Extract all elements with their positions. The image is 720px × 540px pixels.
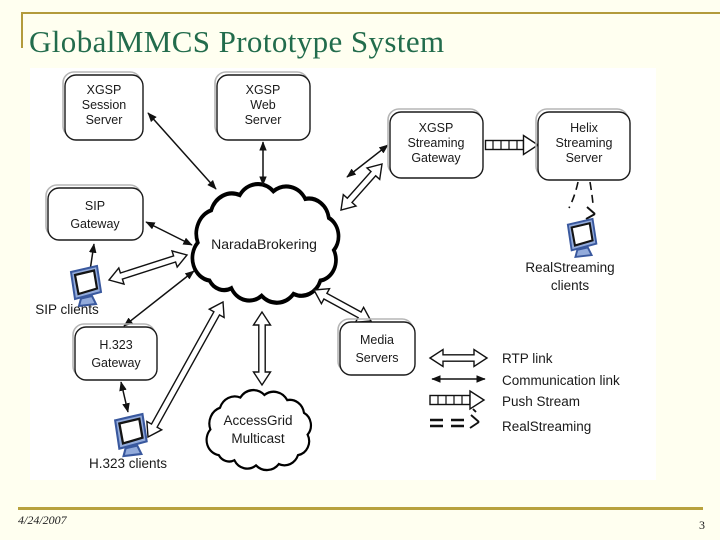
legend-label-rtp: RTP link (502, 351, 553, 366)
node-xgsp-session-server: XGSP Session Server (62, 71, 144, 141)
node-label: Session (82, 98, 127, 112)
node-h323-gateway: H.323 Gateway (72, 323, 158, 381)
page-title: GlobalMMCS Prototype System (29, 24, 445, 59)
node-helix-streaming-server: Helix Streaming Server (535, 108, 631, 181)
node-label: Server (245, 113, 282, 127)
realstreaming-dashed-arrow (568, 181, 596, 220)
realstreaming-clients-label: clients (551, 278, 590, 293)
node-xgsp-streaming-gateway: XGSP Streaming Gateway (387, 108, 484, 179)
node-label: SIP (85, 199, 105, 213)
node-label: Web (250, 98, 276, 112)
node-label: Streaming (408, 136, 465, 150)
node-label: Server (566, 151, 603, 165)
h323-clients-label: H.323 clients (89, 456, 167, 471)
rtp-link-symbol (428, 348, 489, 368)
realstreaming-clients-label: RealStreaming (525, 260, 614, 275)
footer-divider-line (18, 507, 703, 510)
node-label: Gateway (91, 356, 141, 370)
sip-clients-computer-icon (69, 264, 103, 308)
footer-date: 4/24/2007 (18, 513, 67, 527)
accessgrid-label: Multicast (231, 431, 285, 446)
legend: RTP link Communication link Push Stream … (428, 348, 620, 434)
top-border-line (21, 12, 720, 14)
node-label: Streaming (556, 136, 613, 150)
realstreaming-symbol (430, 408, 480, 429)
diagram-canvas: XGSP Session Server XGSP Web Server XGSP… (30, 68, 656, 480)
node-label: Gateway (70, 217, 120, 231)
accessgrid-label: AccessGrid (223, 413, 292, 428)
node-label: XGSP (87, 83, 122, 97)
node-label: Gateway (411, 151, 461, 165)
legend-label-push-stream: Push Stream (502, 394, 580, 409)
node-label: XGSP (419, 121, 454, 135)
legend-label-realstreaming: RealStreaming (502, 419, 591, 434)
node-label: H.323 (99, 338, 132, 352)
legend-label-communication: Communication link (502, 373, 620, 388)
system-diagram: XGSP Session Server XGSP Web Server XGSP… (35, 71, 631, 472)
footer-page-number: 3 (699, 518, 705, 532)
push-stream-symbol (429, 389, 486, 411)
node-xgsp-web-server: XGSP Web Server (214, 71, 311, 141)
sip-clients-label: SIP clients (35, 302, 99, 317)
rtp-link-arrows (107, 163, 383, 439)
corner-border-line (21, 12, 23, 48)
node-media-servers: Media Servers (337, 318, 416, 376)
node-sip-gateway: SIP Gateway (45, 184, 144, 241)
node-label: Server (86, 113, 123, 127)
node-label: Media (360, 333, 394, 347)
naradabrokering-label: NaradaBrokering (211, 236, 317, 252)
node-label: Servers (355, 351, 398, 365)
h323-clients-computer-icon (113, 412, 148, 458)
realstreaming-clients-computer-icon (566, 217, 598, 258)
communication-link-arrows (85, 112, 389, 413)
push-stream-arrow (484, 134, 540, 156)
node-label: Helix (570, 121, 599, 135)
node-label: XGSP (246, 83, 281, 97)
